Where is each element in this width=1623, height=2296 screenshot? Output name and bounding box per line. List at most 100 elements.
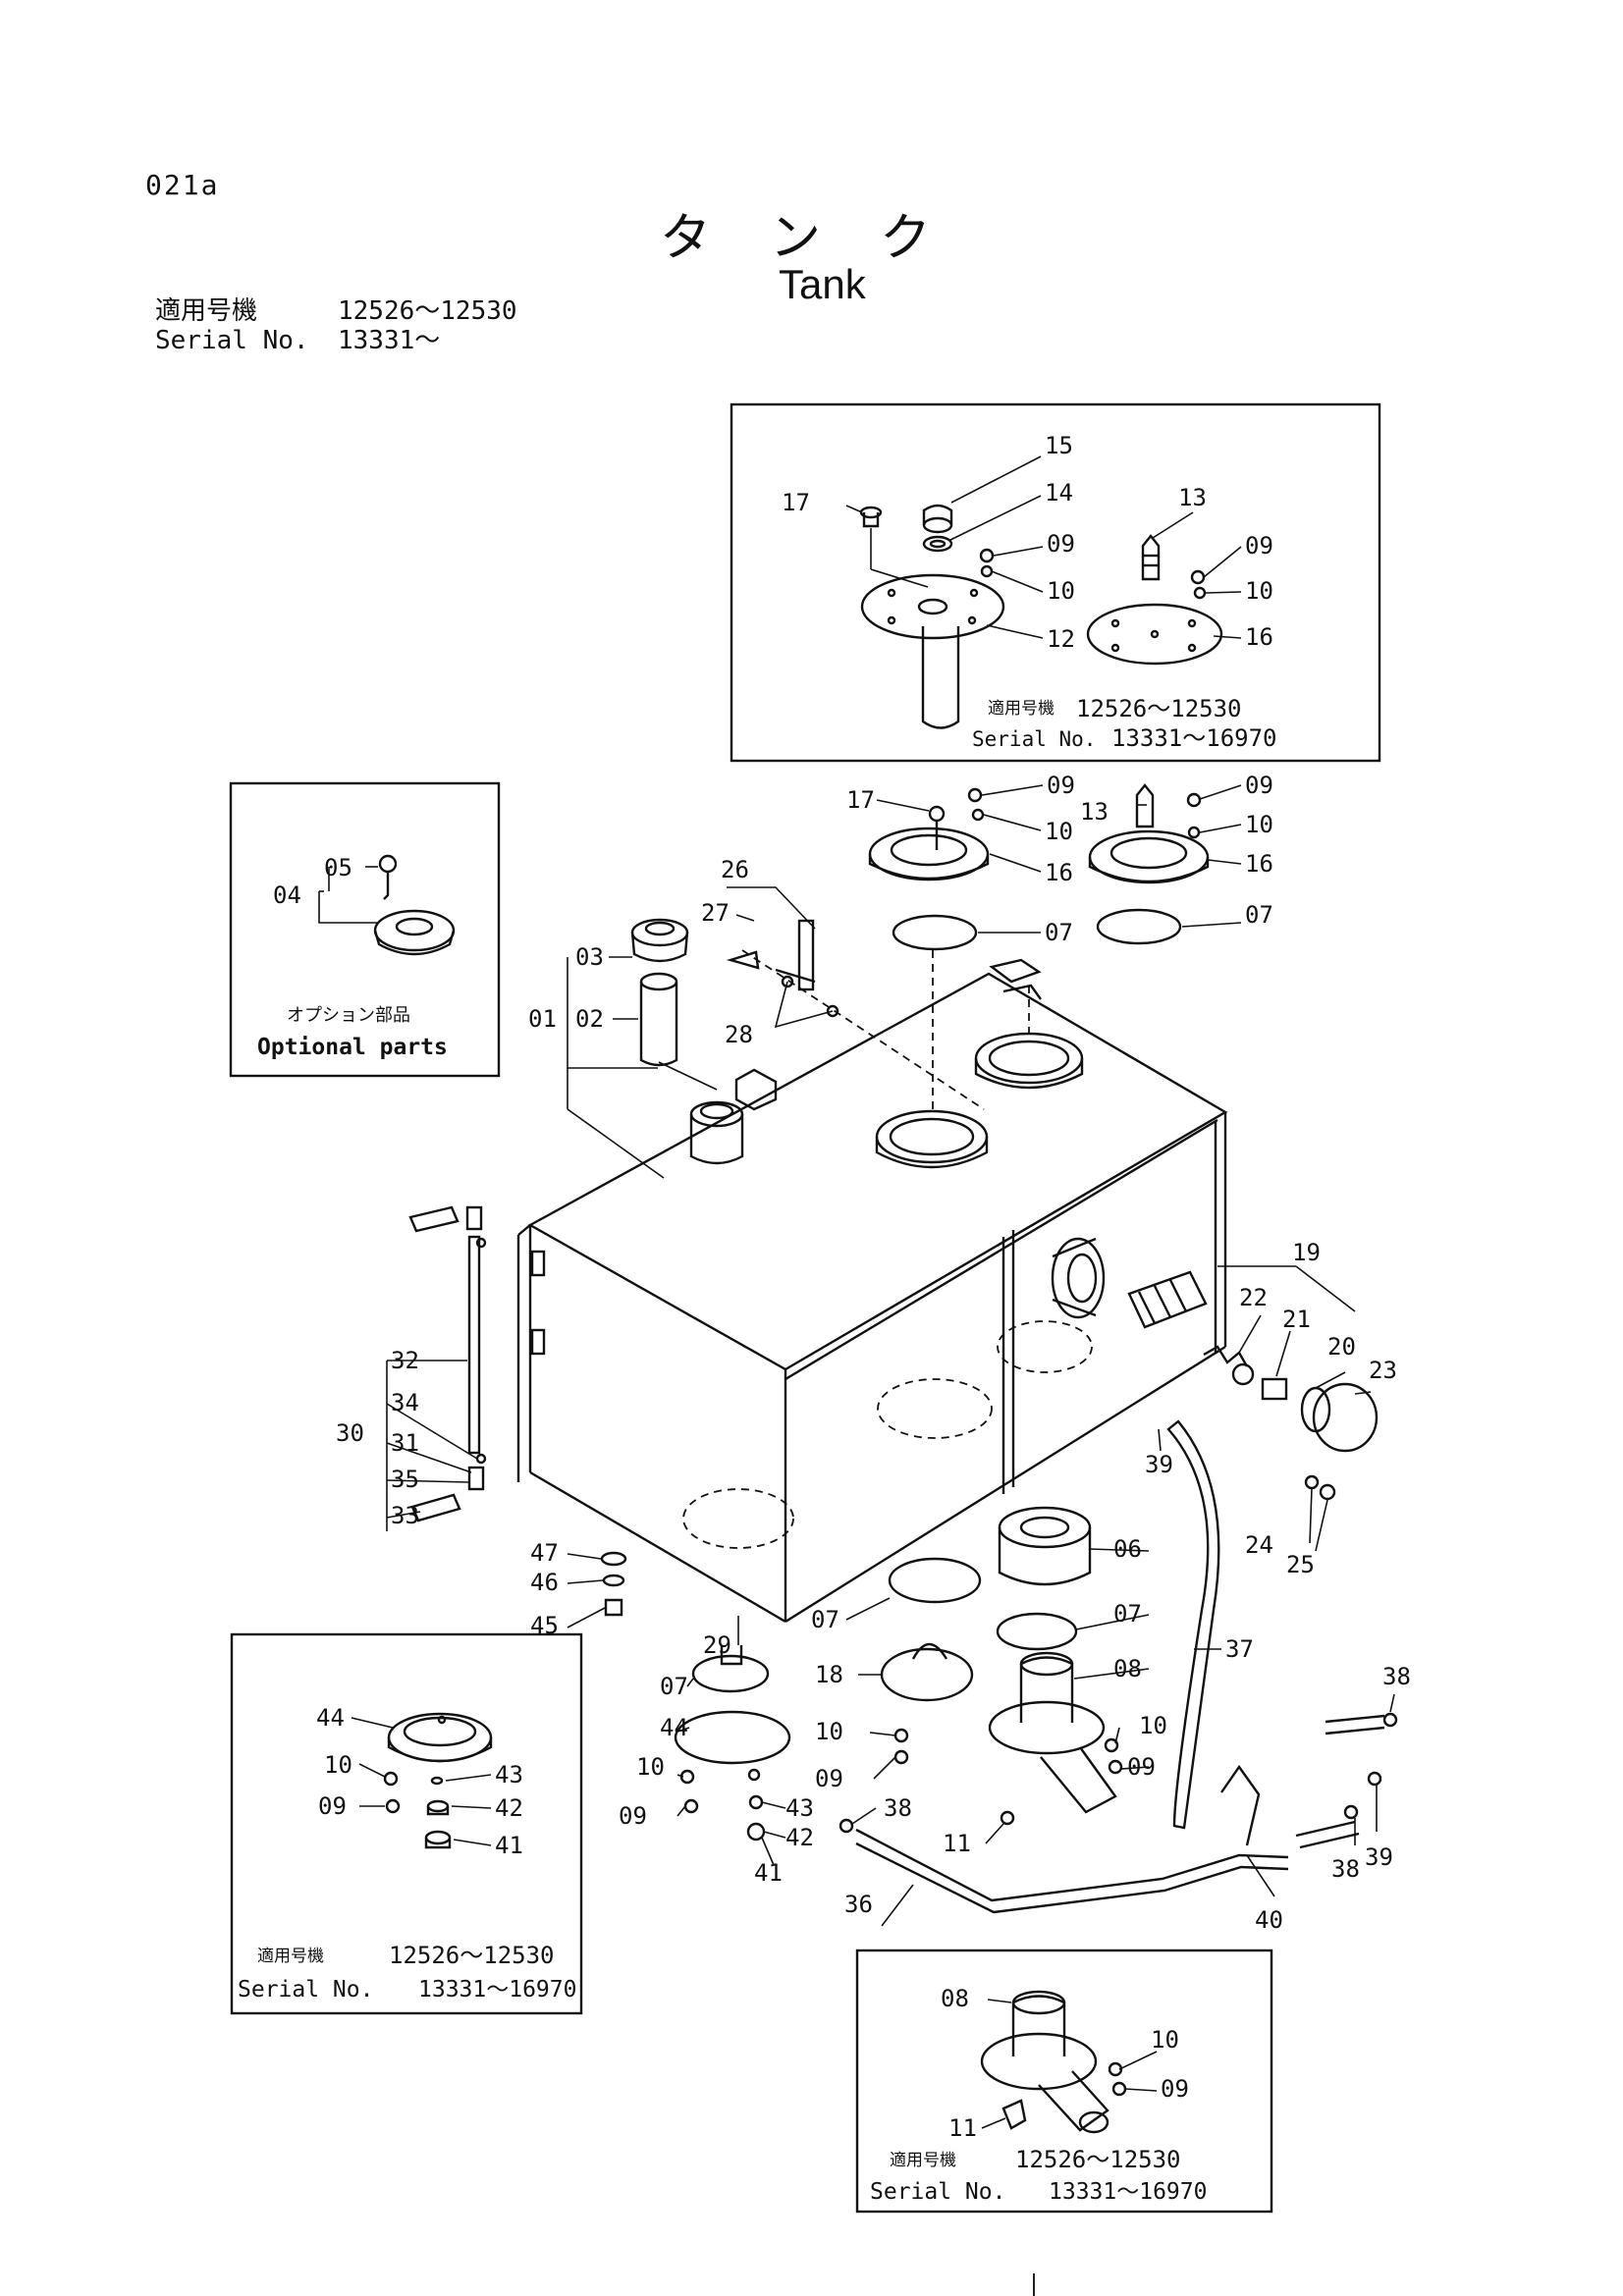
callout: 09 (1161, 2075, 1189, 2103)
cover-flange-16-left (868, 805, 990, 881)
callout: 07 (1245, 901, 1273, 929)
callout: 36 (844, 1891, 873, 1918)
callout: 01 (528, 1005, 557, 1033)
callout: 46 (530, 1569, 559, 1596)
top-inset-bolt-09 (979, 548, 995, 578)
callout: 09 (815, 1765, 843, 1792)
bolts-09-top (967, 787, 1202, 839)
callout: 10 (1139, 1712, 1167, 1739)
callout: 09 (318, 1792, 347, 1820)
bottom-right-inset-frame (855, 1949, 1273, 2214)
callout: 41 (754, 1859, 783, 1887)
callout: 34 (391, 1389, 419, 1416)
callout: 09 (1047, 530, 1075, 558)
bottom-right-applicable-label: 適用号機 (890, 2151, 956, 2170)
o-ring-07-right (1096, 908, 1182, 945)
tank-opening-ring-right (974, 1032, 1084, 1090)
callout: 09 (1245, 772, 1273, 799)
callout: 43 (495, 1761, 523, 1789)
callout: 09 (1127, 1753, 1156, 1781)
o-ring-07-bottom-mid (888, 1557, 982, 1604)
cover-flange-16-right (1088, 783, 1210, 884)
callout: 44 (316, 1704, 345, 1732)
hydraulic-tank-body (516, 972, 1228, 1624)
callout: 45 (530, 1612, 559, 1639)
callout: 03 (575, 943, 604, 971)
callout: 47 (530, 1539, 559, 1567)
callout: 10 (1045, 818, 1073, 845)
callout: 17 (846, 786, 875, 814)
cover-23 (1312, 1382, 1379, 1453)
callout: 08 (1113, 1655, 1142, 1682)
callout: 27 (701, 899, 730, 927)
callout: 39 (1145, 1451, 1173, 1478)
callout: 38 (1382, 1663, 1411, 1690)
serial-value: 13331〜 (338, 326, 441, 355)
bottom-left-serial-range: 13331〜16970 (418, 1977, 576, 2002)
callout: 38 (884, 1794, 912, 1822)
callout: 07 (811, 1606, 839, 1633)
callout: 11 (948, 2114, 977, 2142)
bottom-left-applicable-label: 適用号機 (257, 1947, 324, 1966)
callout: 10 (1047, 577, 1075, 605)
callout: 44 (660, 1714, 688, 1741)
bracket-26 (726, 919, 839, 1018)
spring-22 (1203, 1345, 1255, 1386)
bottom-edge-mark (1033, 2273, 1035, 2296)
top-inset-cover-plate-16 (1086, 603, 1223, 666)
bottom-right-suction-pipe (980, 1990, 1127, 2134)
callout: 42 (495, 1794, 523, 1822)
bottom-left-inset-frame (230, 1632, 583, 2015)
callout: 43 (785, 1794, 814, 1822)
callout: 12 (1047, 625, 1075, 653)
callout: 28 (725, 1021, 753, 1048)
callout: 18 (815, 1661, 843, 1688)
page-title-english: Tank (779, 261, 866, 307)
callout: 31 (391, 1429, 419, 1457)
bottom-right-applicable-range: 12526〜12530 (1015, 2146, 1181, 2173)
level-gauge-assembly (408, 1205, 487, 1522)
callout: 35 (391, 1466, 419, 1493)
top-inset-breather-13 (1141, 534, 1161, 581)
callout: 06 (1113, 1535, 1142, 1563)
serial-key: Serial No. (155, 326, 309, 355)
callout: 05 (324, 854, 352, 881)
strainer-02 (639, 972, 678, 1067)
callout: 16 (1245, 850, 1273, 878)
callout: 16 (1245, 623, 1273, 651)
gauge-bracket-left (530, 1250, 546, 1356)
callout: 13 (1178, 484, 1207, 511)
bottom-right-serial-label: Serial No. (870, 2179, 1005, 2205)
tank-opening-ring-left (875, 1109, 989, 1169)
top-inset-applicable-label: 適用号機 (988, 699, 1055, 719)
callout: 08 (941, 1985, 969, 2012)
optional-locking-cap (373, 854, 456, 956)
return-hose-37 (1166, 1419, 1220, 1830)
suction-filter-06 (998, 1506, 1092, 1586)
callout: 38 (1331, 1855, 1360, 1883)
bottom-left-serial-label: Serial No. (238, 1977, 373, 2002)
callout: 41 (495, 1832, 523, 1859)
optional-parts-frame (229, 781, 501, 1078)
callout: 07 (660, 1673, 688, 1700)
callout: 09 (619, 1802, 647, 1830)
callout: 39 (1365, 1843, 1393, 1871)
callout: 32 (391, 1347, 419, 1374)
callout: 40 (1255, 1906, 1283, 1934)
callout: 14 (1045, 479, 1073, 507)
callout: 25 (1286, 1551, 1315, 1578)
o-ring-07-bottom-right (996, 1612, 1078, 1651)
serial-row-number: Serial No. 13331〜 (155, 326, 517, 355)
serial-value: 12526〜12530 (338, 296, 517, 326)
top-inset-bolt-09b (1190, 569, 1207, 600)
optional-caption-jp: オプション部品 (287, 1005, 410, 1026)
callout: 33 (391, 1502, 419, 1529)
top-inset-cap-15 (922, 504, 953, 553)
callout: 17 (782, 489, 810, 516)
callout: 15 (1045, 432, 1073, 459)
mounting-bracket-center (734, 1068, 778, 1111)
top-inset-flange-with-pipe (860, 573, 1005, 729)
